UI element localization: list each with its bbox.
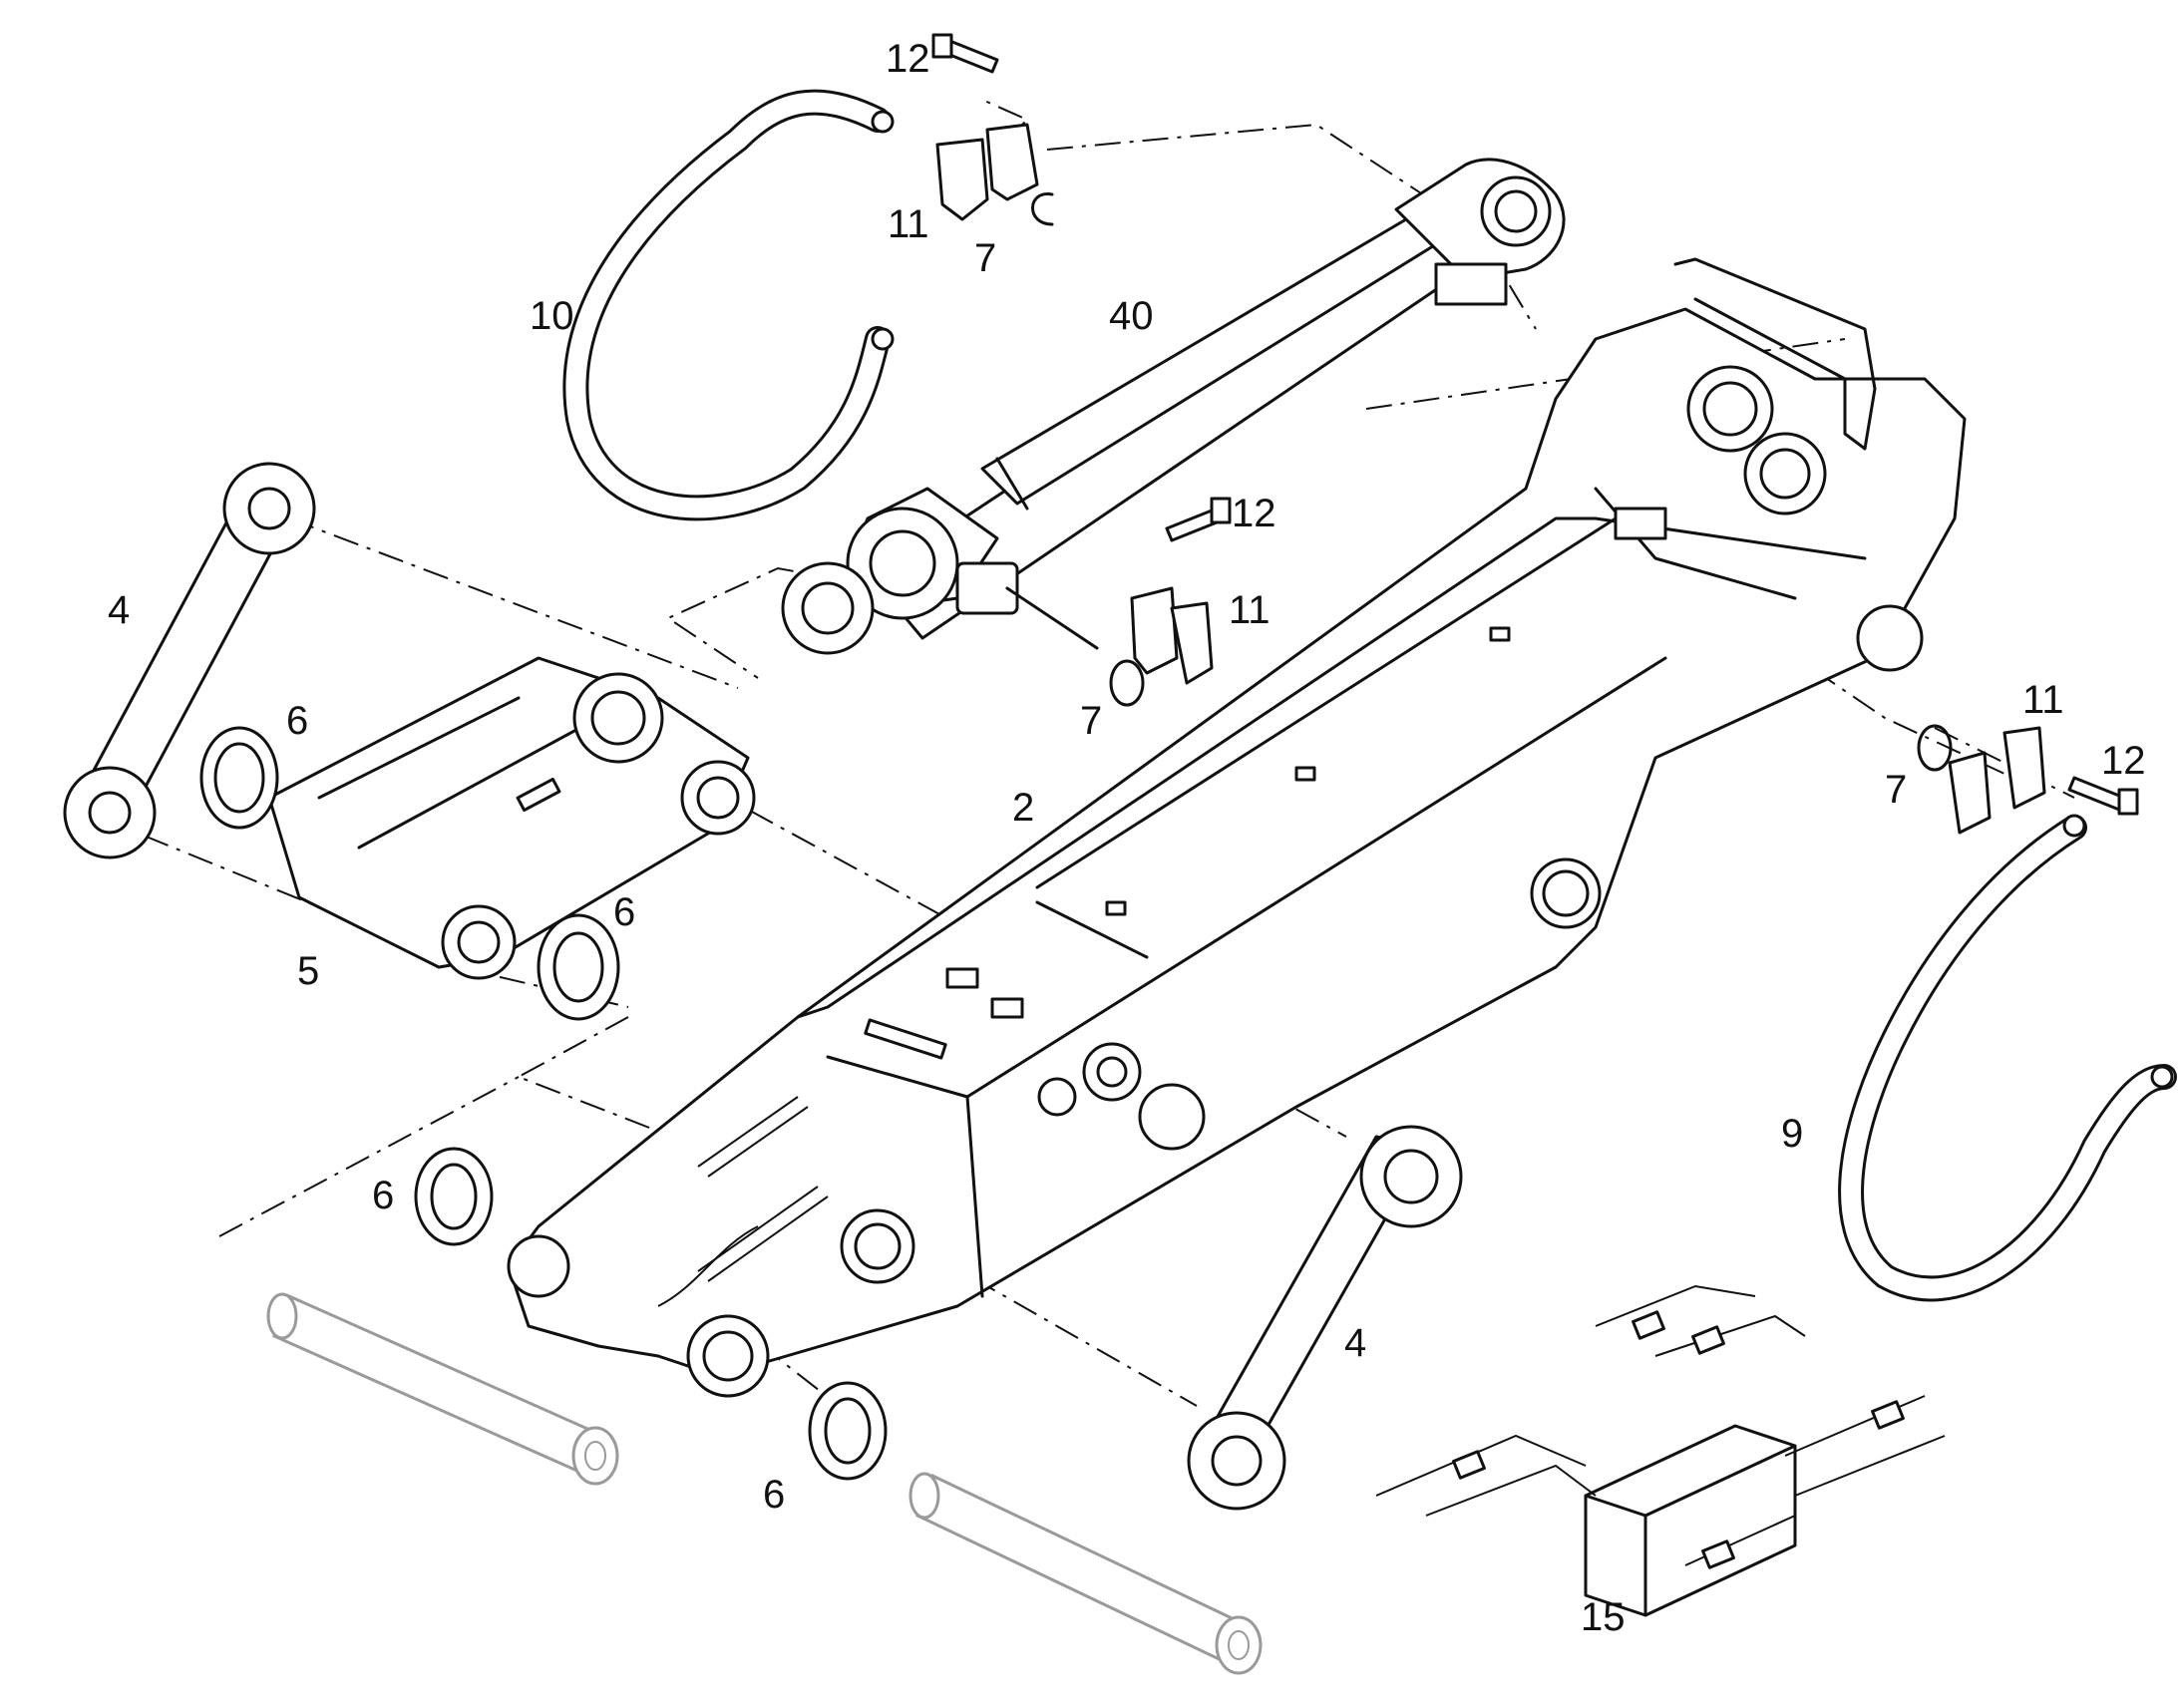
callout-15: 15 <box>1581 1595 1626 1639</box>
hose-9 <box>1838 814 2177 1302</box>
seal-rings-6 <box>199 726 888 1481</box>
main-boom <box>507 257 1967 1398</box>
callout-5: 5 <box>297 949 319 993</box>
callout-11-mid: 11 <box>1229 588 1271 632</box>
callout-12-right: 12 <box>2101 739 2146 783</box>
callout-9: 9 <box>1781 1112 1803 1156</box>
pins <box>266 1292 1263 1675</box>
callout-11-top: 11 <box>888 202 929 246</box>
callout-12-mid: 12 <box>1232 492 1276 535</box>
callout-11-right: 11 <box>2022 678 2064 722</box>
link-arm-4-upper <box>63 462 316 859</box>
valve-block-15 <box>1375 1284 1946 1617</box>
hose-10 <box>562 89 895 521</box>
bolts-12 <box>931 33 2139 816</box>
callout-6-lower: 6 <box>372 1174 394 1217</box>
callout-6-bottom: 6 <box>763 1473 785 1517</box>
callout-6-mid: 6 <box>613 890 635 934</box>
callout-2: 2 <box>1012 786 1034 830</box>
hydraulic-cylinder <box>781 158 1566 655</box>
callout-4-upper: 4 <box>108 588 130 632</box>
callout-4-lower: 4 <box>1344 1321 1366 1365</box>
flange-clamps-11 <box>935 123 2046 835</box>
link-arm-4-lower <box>1187 1125 1463 1511</box>
callout-12-top: 12 <box>886 37 930 81</box>
o-rings-7 <box>1031 192 1953 772</box>
bracket-5 <box>267 656 756 980</box>
callout-labels: 12 11 7 10 40 12 11 7 4 6 2 11 7 12 6 5 … <box>108 37 2146 1639</box>
callout-6-upper: 6 <box>286 699 308 743</box>
callout-7-mid: 7 <box>1080 699 1102 743</box>
callout-10: 10 <box>530 294 574 338</box>
callout-7-right: 7 <box>1885 768 1907 812</box>
callout-40: 40 <box>1109 294 1154 338</box>
callout-7-top: 7 <box>974 236 996 280</box>
